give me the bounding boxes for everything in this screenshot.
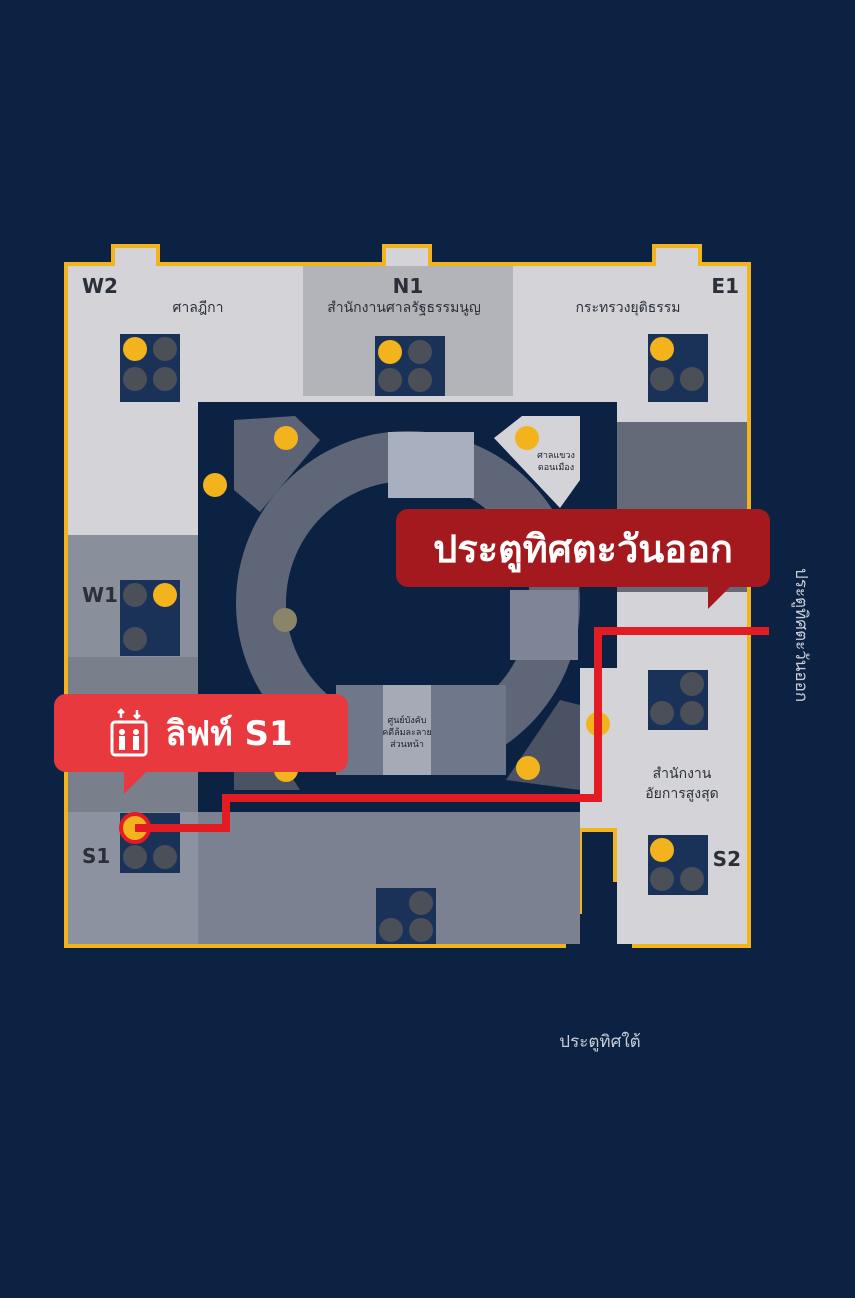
wheelchair-icon bbox=[408, 340, 432, 364]
zone-code-n1: N1 bbox=[393, 274, 424, 298]
east-gate-callout: ประตูทิศตะวันออก bbox=[396, 509, 770, 609]
icon-cluster-s2 bbox=[648, 835, 708, 895]
icon-cluster-e1 bbox=[648, 334, 708, 402]
court-label-line1: ศาลแขวง bbox=[537, 451, 575, 461]
icon-cluster-south bbox=[376, 888, 436, 944]
fire-exit-icon bbox=[123, 583, 147, 607]
elevator-icon[interactable] bbox=[378, 340, 402, 364]
zone-code-s2: S2 bbox=[713, 847, 741, 871]
elevator-icon[interactable] bbox=[650, 838, 674, 862]
stairs-icon bbox=[516, 756, 540, 780]
east-gate-callout-label: ประตูทิศตะวันออก bbox=[433, 526, 733, 571]
center-label-line2: คดีล้มละลาย bbox=[382, 727, 432, 738]
fire-exit-icon bbox=[153, 845, 177, 869]
elevator-icon[interactable] bbox=[650, 337, 674, 361]
pod-nw bbox=[234, 416, 320, 512]
icon-cluster-s1 bbox=[119, 812, 180, 873]
icon-cluster-n1 bbox=[375, 336, 445, 396]
restroom-icon bbox=[650, 701, 674, 725]
restroom-icon bbox=[123, 367, 147, 391]
center-label-line1: ศูนย์บังคับ bbox=[388, 714, 427, 726]
lift-callout-label: ลิฟท์ S1 bbox=[165, 714, 293, 754]
fire-exit-icon bbox=[680, 867, 704, 891]
elevator-icon bbox=[110, 708, 148, 757]
elevator-icon[interactable] bbox=[123, 337, 147, 361]
wheelchair-icon bbox=[409, 891, 433, 915]
icon-cluster-w2 bbox=[120, 334, 180, 402]
fire-exit-icon bbox=[153, 367, 177, 391]
fire-exit-icon bbox=[123, 627, 147, 651]
center-label-line3: ส่วนหน้า bbox=[390, 739, 424, 750]
wheelchair-icon bbox=[153, 337, 177, 361]
zone-code-s1: S1 bbox=[82, 844, 110, 868]
stairs-icon bbox=[515, 426, 539, 450]
zone-code-w1: W1 bbox=[82, 583, 118, 607]
escalator-icon bbox=[203, 473, 227, 497]
ring-north-block bbox=[388, 432, 474, 498]
zone-name-w2: ศาลฎีกา bbox=[172, 300, 223, 316]
stairs-icon bbox=[274, 426, 298, 450]
zone-name-e1: กระทรวงยุติธรรม bbox=[575, 300, 680, 316]
route-path bbox=[135, 627, 769, 832]
gate-label-south: ประตูทิศใต้ bbox=[559, 1031, 640, 1052]
gate-label-east: ประตูทิศตะวันออก bbox=[791, 568, 811, 702]
court-label-line2: ดอนเมือง bbox=[538, 462, 574, 473]
ring-east-block bbox=[510, 590, 578, 660]
icon-cluster-w1 bbox=[120, 580, 180, 656]
restroom-icon bbox=[650, 367, 674, 391]
restroom-icon bbox=[378, 368, 402, 392]
wheelchair-icon bbox=[680, 672, 704, 696]
fire-exit-icon bbox=[680, 701, 704, 725]
fire-exit-icon bbox=[409, 918, 433, 942]
restroom-icon bbox=[273, 608, 297, 632]
zone-name-n1: สำนักงานศาลรัฐธรรมนูญ bbox=[327, 300, 481, 316]
restroom-icon bbox=[379, 918, 403, 942]
fire-exit-icon bbox=[680, 367, 704, 391]
ring-center-block bbox=[383, 685, 431, 775]
elevator-icon[interactable] bbox=[153, 583, 177, 607]
zone-name-s2-line2: อัยการสูงสุด bbox=[645, 786, 719, 802]
icon-cluster-s2-top bbox=[648, 670, 708, 730]
zone-code-e1: E1 bbox=[711, 274, 739, 298]
restroom-icon bbox=[123, 845, 147, 869]
lift-callout: ลิฟท์ S1 bbox=[54, 694, 348, 794]
fire-exit-icon bbox=[408, 368, 432, 392]
restroom-icon bbox=[650, 867, 674, 891]
zone-name-s2-line1: สำนักงาน bbox=[653, 766, 712, 782]
zone-code-w2: W2 bbox=[82, 274, 118, 298]
